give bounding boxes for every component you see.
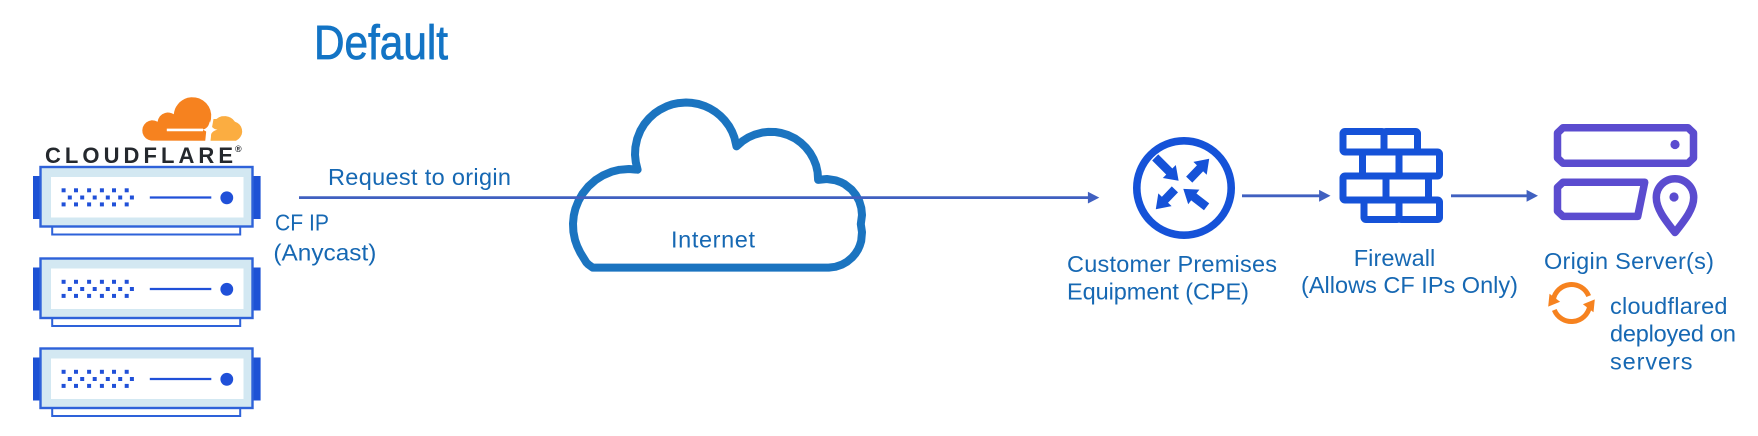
svg-text:(Allows CF IPs Only): (Allows CF IPs Only): [1301, 272, 1518, 298]
svg-text:Request to origin: Request to origin: [328, 164, 511, 190]
svg-text:CF IP: CF IP: [275, 210, 329, 236]
svg-text:Customer Premises: Customer Premises: [1067, 251, 1277, 277]
svg-text:Internet: Internet: [671, 226, 755, 252]
svg-text:CLOUDFLARE: CLOUDFLARE: [45, 143, 233, 168]
svg-text:®: ®: [235, 144, 242, 154]
svg-text:(Anycast): (Anycast): [273, 239, 376, 265]
svg-text:Default: Default: [314, 17, 448, 70]
svg-text:Equipment (CPE): Equipment (CPE): [1067, 278, 1249, 304]
svg-text:cloudflared: cloudflared: [1610, 293, 1728, 319]
svg-text:Firewall: Firewall: [1354, 245, 1436, 271]
svg-text:servers: servers: [1610, 348, 1693, 374]
svg-text:deployed on: deployed on: [1610, 321, 1736, 347]
svg-text:Origin Server(s): Origin Server(s): [1544, 248, 1714, 274]
